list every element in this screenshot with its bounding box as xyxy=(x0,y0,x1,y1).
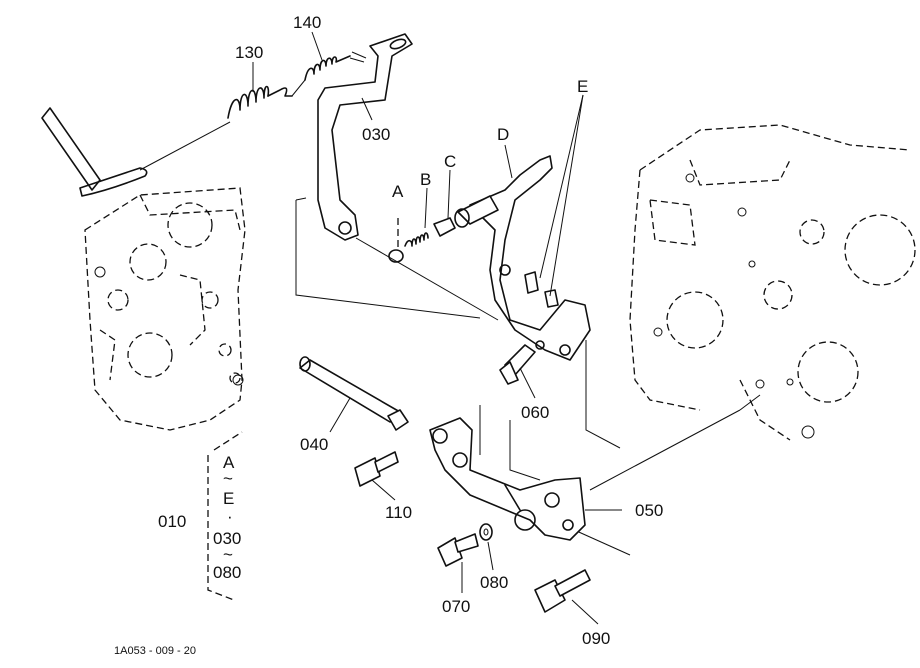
range-030: 030 xyxy=(213,529,241,548)
callout-c: C xyxy=(444,152,456,171)
range-080: 080 xyxy=(213,563,241,582)
callout-leaders xyxy=(252,31,622,625)
spring-130 xyxy=(227,79,306,119)
callout-080: 080 xyxy=(480,573,508,592)
bolt-060 xyxy=(499,344,536,385)
arm-050 xyxy=(429,417,586,541)
range-tilde-2: ~ xyxy=(223,545,233,564)
washer-080 xyxy=(479,523,493,541)
callout-050: 050 xyxy=(635,501,663,520)
callout-060: 060 xyxy=(521,403,549,422)
callout-070: 070 xyxy=(442,597,470,616)
callout-a: A xyxy=(392,182,404,201)
bolt-090 xyxy=(534,569,591,613)
left-engine-block xyxy=(84,187,246,431)
small-parts-abc xyxy=(355,217,499,321)
lever-030 xyxy=(317,33,413,241)
fork-d xyxy=(454,155,591,361)
callout-090: 090 xyxy=(582,629,610,648)
figure-code: 1A053 - 009 - 20 xyxy=(114,645,196,657)
callout-b: B xyxy=(420,170,431,189)
range-tilde-1: ~ xyxy=(223,469,233,488)
bolt-110 xyxy=(354,451,399,487)
range-dot: · xyxy=(227,507,233,526)
callout-140: 140 xyxy=(293,13,321,32)
lever-rod xyxy=(41,107,231,197)
callout-110: 110 xyxy=(385,503,412,522)
range-note: A ~ E · 030 ~ 080 xyxy=(207,431,243,601)
range-e: E xyxy=(223,489,234,508)
callout-e: E xyxy=(577,77,588,96)
callout-010: 010 xyxy=(158,512,186,531)
spring-140 xyxy=(304,51,367,81)
range-a: A xyxy=(223,453,235,472)
right-engine-block xyxy=(629,124,916,441)
shaft-040 xyxy=(299,356,409,431)
callout-030: 030 xyxy=(362,125,390,144)
callout-130: 130 xyxy=(235,43,263,62)
bolt-070 xyxy=(437,533,479,567)
callout-040: 040 xyxy=(300,435,328,454)
callout-d: D xyxy=(497,125,509,144)
